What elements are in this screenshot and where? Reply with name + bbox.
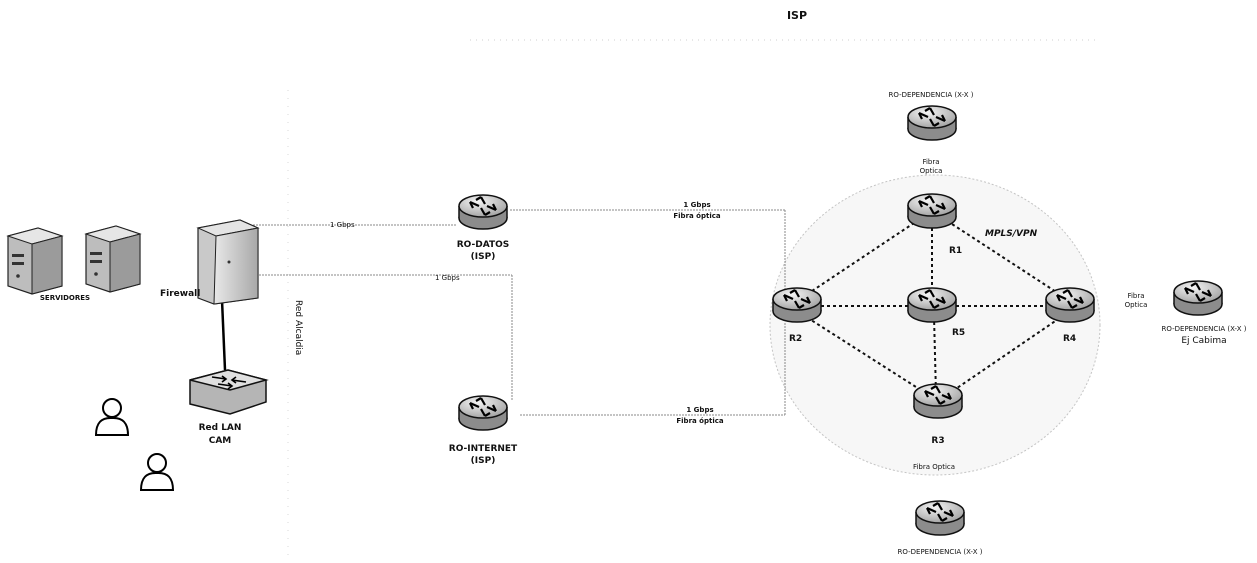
router-icon <box>1172 279 1224 317</box>
router-icon <box>457 394 509 432</box>
server-icon <box>85 225 141 293</box>
cam-label: CAM <box>208 436 232 446</box>
router-icon <box>912 382 964 420</box>
fibra-right-label: Fibra <box>1127 292 1145 300</box>
router-icon <box>906 192 958 230</box>
router-icon <box>906 104 958 142</box>
r2-label: R2 <box>789 334 803 344</box>
ro-internet-sub: (ISP) <box>470 456 496 466</box>
red-alcaldia-label: Red Alcaldia <box>293 300 303 356</box>
ro-datos-sub: (ISP) <box>470 252 496 262</box>
dependencia-right-sub: Ej Cabima <box>1181 336 1227 346</box>
fibra-top-label-2: Optica <box>919 167 943 175</box>
ro-internet-label: RO-INTERNET <box>448 444 518 454</box>
router-icon <box>906 286 958 324</box>
firewall-icon <box>196 219 260 305</box>
firewall-label: Firewall <box>160 289 201 299</box>
link-speed-label: 1 Gbps <box>686 406 714 414</box>
dependencia-top-label: RO-DEPENDENCIA (X-X ) <box>888 91 974 99</box>
red-lan-label: Red LAN <box>198 423 242 433</box>
link-medium-label: Fibra óptica <box>673 212 721 220</box>
r3-label: R3 <box>931 436 945 446</box>
r4-label: R4 <box>1063 334 1077 344</box>
ro-datos-label: RO-DATOS <box>456 240 510 250</box>
fibra-right-label-2: Optica <box>1124 301 1148 309</box>
link-speed-label: 1 Gbps <box>330 221 355 229</box>
fibra-top-label: Fibra <box>922 158 940 166</box>
r5-label: R5 <box>952 328 966 338</box>
server-icon <box>7 227 63 295</box>
link-speed-label: 1 Gbps <box>683 201 711 209</box>
mpls-vpn-label: MPLS/VPN <box>985 229 1038 239</box>
dependencia-bottom-label: RO-DEPENDENCIA (X-X ) <box>897 548 983 556</box>
router-icon <box>457 193 509 231</box>
servers-label: SERVIDORES <box>39 294 91 302</box>
fibra-bottom-label: Fibra Optica <box>912 463 956 471</box>
header-title: ISP <box>786 9 808 22</box>
mpls-cloud <box>769 174 1101 476</box>
link-speed-label: 1 Gbps <box>435 274 460 282</box>
user-icon <box>95 398 129 436</box>
switch-icon <box>189 369 269 415</box>
router-icon <box>771 286 823 324</box>
link-medium-label: Fibra óptica <box>676 417 724 425</box>
router-icon <box>1044 286 1096 324</box>
dependencia-right-label: RO-DEPENDENCIA (X-X ) <box>1161 325 1247 333</box>
user-icon <box>140 453 174 491</box>
router-icon <box>914 499 966 537</box>
r1-label: R1 <box>949 246 963 256</box>
link-firewall-switch <box>220 299 227 371</box>
